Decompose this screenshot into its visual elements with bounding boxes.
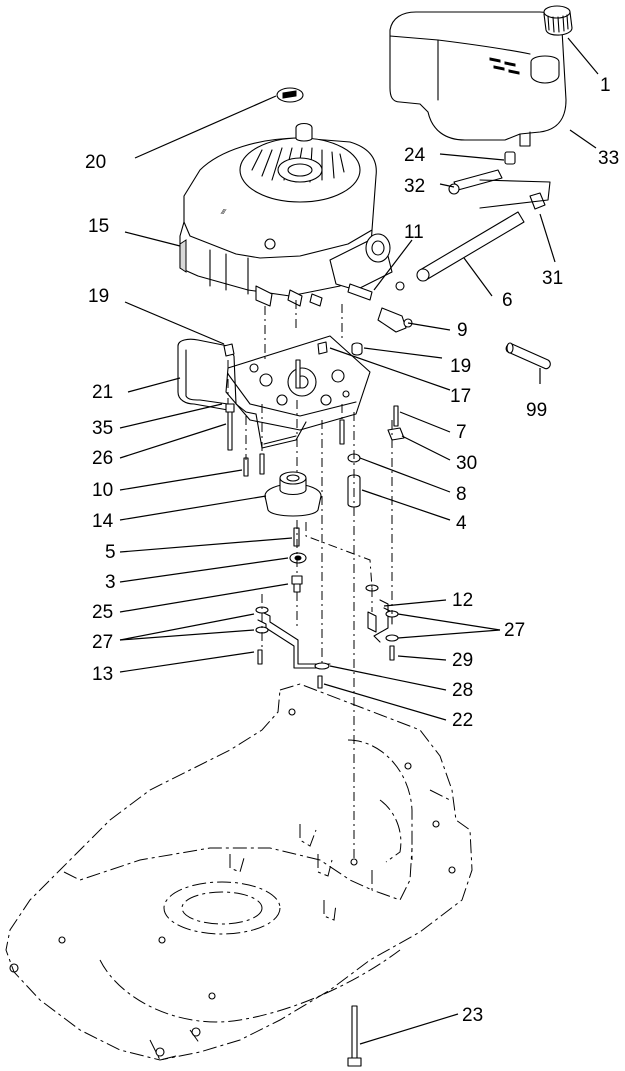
callout-4: 4 bbox=[456, 513, 467, 534]
callout-13: 13 bbox=[92, 664, 113, 685]
callout-6: 6 bbox=[502, 290, 513, 311]
callout-3: 3 bbox=[105, 572, 116, 593]
fuel-line bbox=[395, 179, 551, 291]
mower-deck bbox=[5, 683, 473, 1061]
engine-brand-mark: ⁄⁄⁄ bbox=[220, 209, 227, 216]
callout-32: 32 bbox=[404, 176, 425, 197]
callout-10: 10 bbox=[92, 480, 113, 501]
callout-5: 5 bbox=[105, 542, 116, 563]
engine: ⁄⁄⁄ bbox=[179, 122, 393, 307]
callout-19a: 19 bbox=[88, 286, 109, 307]
tank-vent-slots bbox=[489, 57, 520, 75]
callout-35: 35 bbox=[92, 418, 113, 439]
callout-25: 25 bbox=[92, 602, 113, 623]
callout-9: 9 bbox=[457, 320, 468, 341]
callout-31: 31 bbox=[542, 268, 563, 289]
bolt bbox=[347, 1005, 362, 1067]
callout-29: 29 bbox=[452, 650, 473, 671]
linkage-rods bbox=[255, 584, 399, 689]
callout-30: 30 bbox=[456, 453, 477, 474]
assembly-center-lines bbox=[227, 300, 393, 860]
callout-labels: 1 33 20 24 32 15 11 31 6 19 9 19 21 17 9… bbox=[85, 75, 619, 1026]
callout-19b: 19 bbox=[450, 356, 471, 377]
callout-7: 7 bbox=[456, 422, 467, 443]
recoil-starter-fins bbox=[251, 147, 345, 183]
callout-99: 99 bbox=[526, 400, 547, 421]
callout-12: 12 bbox=[452, 590, 473, 611]
callout-26: 26 bbox=[92, 448, 113, 469]
callout-23: 23 bbox=[462, 1005, 483, 1026]
pulley bbox=[264, 471, 322, 517]
callout-28: 28 bbox=[452, 680, 473, 701]
callout-1: 1 bbox=[600, 75, 611, 96]
callout-15: 15 bbox=[88, 216, 109, 237]
callout-8: 8 bbox=[456, 484, 467, 505]
hose bbox=[505, 342, 551, 370]
bracket bbox=[177, 338, 307, 449]
callout-11: 11 bbox=[404, 222, 424, 243]
callout-17: 17 bbox=[450, 386, 471, 407]
carburetor bbox=[329, 233, 393, 291]
decal bbox=[276, 87, 304, 103]
fuel-cap bbox=[543, 5, 573, 36]
callout-22: 22 bbox=[452, 710, 473, 731]
callout-33: 33 bbox=[598, 148, 619, 169]
callout-24: 24 bbox=[404, 145, 426, 166]
callout-27a: 27 bbox=[92, 632, 113, 653]
fuel-tank bbox=[389, 11, 567, 147]
callout-27b: 27 bbox=[504, 620, 525, 641]
callout-20: 20 bbox=[85, 152, 106, 173]
fuel-filter bbox=[377, 307, 413, 333]
callout-14: 14 bbox=[92, 511, 114, 532]
leader-lines bbox=[119, 37, 599, 1045]
callout-21: 21 bbox=[92, 382, 113, 403]
shaft-hardware bbox=[289, 527, 307, 593]
